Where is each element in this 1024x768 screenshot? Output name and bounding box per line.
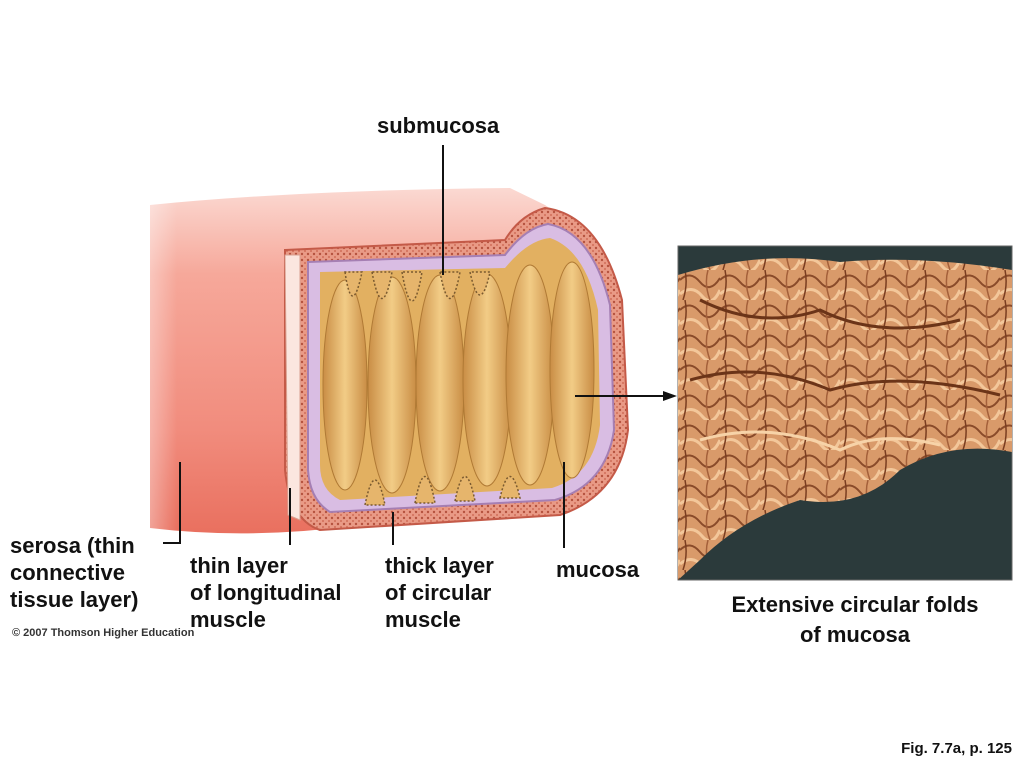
circular-muscle-label: thick layer of circular muscle xyxy=(385,553,494,632)
submucosa-label: submucosa xyxy=(377,113,500,138)
figure-reference: Fig. 7.7a, p. 125 xyxy=(901,740,1012,757)
photo-caption: Extensive circular folds of mucosa xyxy=(731,592,979,647)
arrowhead-icon xyxy=(663,391,677,401)
circular-folds xyxy=(322,261,595,494)
serosa-label: serosa (thin connective tissue layer) xyxy=(10,533,139,612)
longitudinal-muscle-label: thin layer of longitudinal muscle xyxy=(190,553,342,632)
serosa-leader xyxy=(163,462,181,544)
copyright-notice: © 2007 Thomson Higher Education xyxy=(12,627,195,639)
mucosa-photo xyxy=(677,245,1013,581)
mucosa-label: mucosa xyxy=(556,557,640,582)
